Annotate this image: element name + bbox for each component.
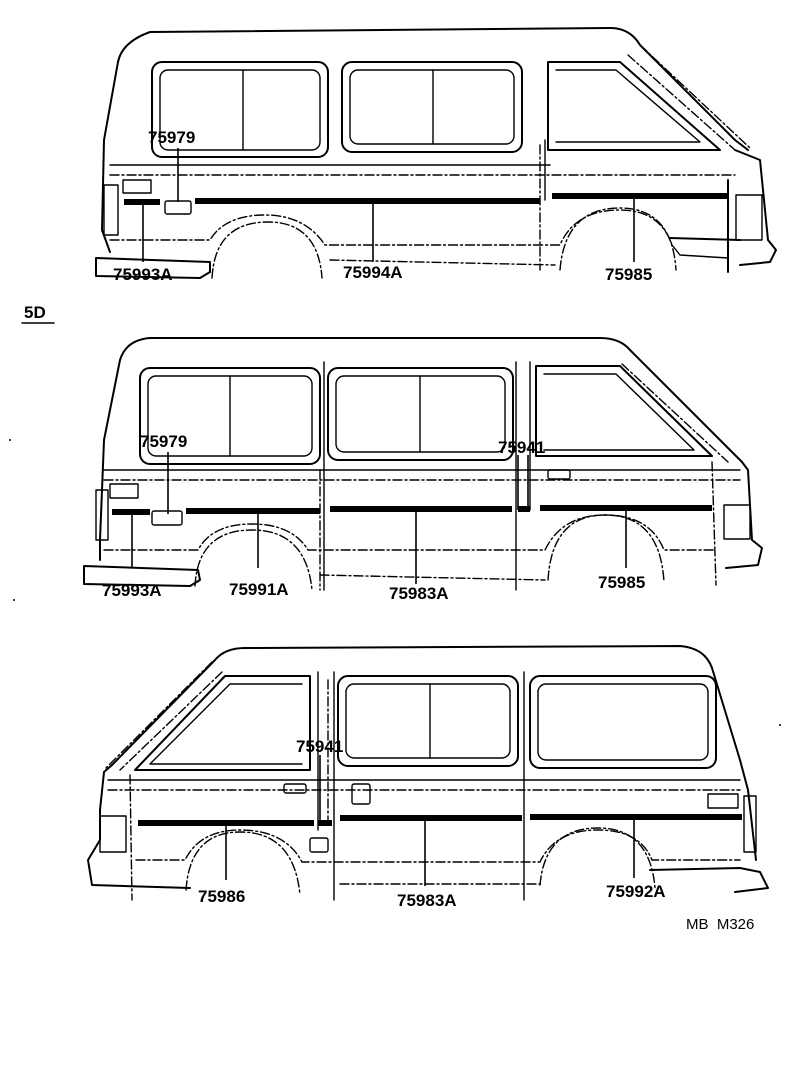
label-75986: 75986 (198, 887, 245, 906)
upper-van: 75979 75993A 75994A 75985 (95, 27, 777, 284)
label-75983A: 75983A (397, 891, 457, 910)
lower-van: 75941 75986 75983A 75992A (87, 645, 769, 910)
label-75991A: 75991A (229, 580, 289, 599)
label-75985: 75985 (605, 265, 652, 284)
label-75985: 75985 (598, 573, 645, 592)
drawing-code: MB M326 (686, 916, 754, 933)
section-label: 5D (24, 303, 46, 322)
label-75994A: 75994A (343, 263, 403, 282)
label-75993A: 75993A (102, 581, 162, 600)
label-75992A: 75992A (606, 882, 666, 901)
label-75941: 75941 (296, 737, 343, 756)
label-75993A: 75993A (113, 265, 173, 284)
label-75941: 75941 (498, 438, 545, 457)
label-75979: 75979 (148, 128, 195, 147)
label-75983A: 75983A (389, 584, 449, 603)
middle-van: 75979 75941 75993A 75991A 75983A 75985 (83, 337, 763, 603)
label-75979: 75979 (140, 432, 187, 451)
